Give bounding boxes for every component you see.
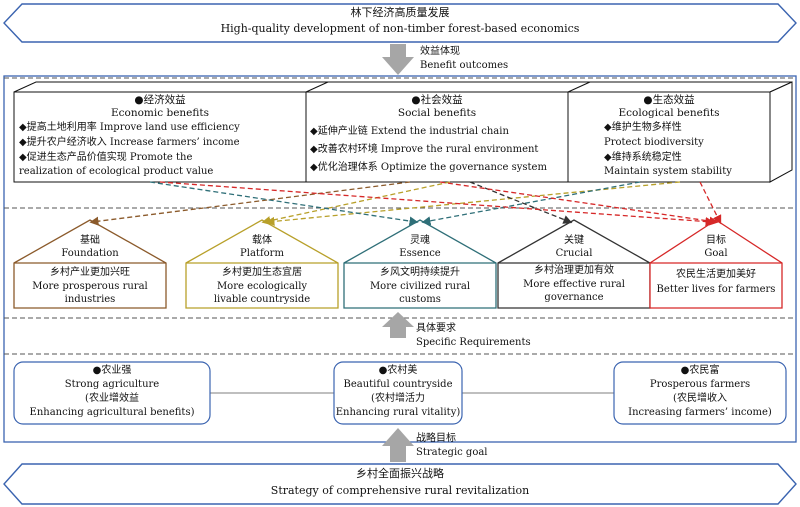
pillar-goal-zh: 农民生活更加美好 <box>676 269 756 280</box>
connector-social-to-goal <box>439 181 719 226</box>
pillar-crucial-title-zh: 关键 <box>564 235 584 246</box>
goal-agriculture-sub-zh: (农业增效益 <box>85 393 139 404</box>
connector-econ-to-essence <box>149 181 419 226</box>
pillar-goal-title-en: Goal <box>704 248 728 259</box>
goal-countryside-sub-en: Enhancing rural vitality) <box>335 407 461 418</box>
pillar-foundation-shape <box>13 219 167 309</box>
pillar-goal-shape <box>649 219 783 309</box>
bottom-banner-shape <box>3 463 797 505</box>
goal-agriculture-zh: ●农业强 <box>92 365 132 376</box>
bottom-banner-title-en: Strategy of comprehensive rural revitali… <box>270 484 530 497</box>
benefit-connectors <box>89 181 722 227</box>
connector-econ-to-goal <box>159 181 715 227</box>
connector-eco-to-platform <box>265 181 681 226</box>
goal-box-farmers <box>613 361 787 425</box>
goal-agriculture-en: Strong agriculture <box>64 379 160 390</box>
social-title-zh: ●社会效益 <box>411 94 463 106</box>
pillar-platform-zh: 乡村更加生态宜居 <box>222 267 302 278</box>
strategic-goal-arrow <box>382 428 414 462</box>
pillar-foundation-title-zh: 基础 <box>80 235 100 246</box>
pillar-goal-title-zh: 目标 <box>706 235 726 246</box>
connector-social-to-platform <box>261 181 451 226</box>
connector-social-to-foundation <box>89 181 411 226</box>
pillar-goal-en-1: Better lives for farmers <box>656 284 776 295</box>
specific-requirements-en: Specific Requirements <box>416 337 531 348</box>
top-banner-title-en: High-quality development of non-timber f… <box>220 22 580 35</box>
benefit-outcomes-arrow <box>382 44 414 75</box>
goal-agriculture-sub-en: Enhancing agricultural benefits) <box>29 407 195 418</box>
top-banner-shape <box>3 3 797 43</box>
strategic-goal-zh: 战略目标 <box>416 433 456 444</box>
pillar-essence-shape <box>343 219 497 309</box>
social-item-2: ◆改善农村环境 Improve the rural environment <box>310 144 539 155</box>
pillar-essence-en-1: More civilized rural <box>369 281 471 292</box>
goal-countryside-sub-zh: (农村增活力 <box>371 393 425 404</box>
economic-item-1: ◆提高土地利用率 Improve land use efficiency <box>19 122 240 133</box>
pillar-platform-en-1: More ecologically <box>216 281 308 292</box>
pillar-platform-shape <box>185 219 339 309</box>
economic-item-2: ◆提升农户经济收入 Increase farmers’ income <box>19 137 240 148</box>
specific-requirements-arrow <box>382 312 414 338</box>
pillar-crucial-zh: 乡村治理更加有效 <box>534 265 614 276</box>
pillar-crucial-en-1: More effective rural <box>523 279 625 290</box>
pillar-crucial-title-en: Crucial <box>555 248 593 259</box>
economic-item-4: realization of ecological product value <box>19 166 214 177</box>
economic-item-3: ◆促进生态产品价值实现 Promote the <box>19 152 193 163</box>
pillar-essence-zh: 乡风文明持续提升 <box>380 267 460 278</box>
social-item-1: ◆延伸产业链 Extend the industrial chain <box>310 126 509 137</box>
benefits-box <box>13 81 793 183</box>
economic-title-en: Economic benefits <box>110 107 209 119</box>
connector-eco-to-goal <box>699 181 722 225</box>
goal-farmers-en: Prosperous farmers <box>649 379 751 390</box>
pillar-platform-en-2: livable countryside <box>213 294 311 305</box>
benefit-outcomes-zh: 效益体现 <box>420 46 460 57</box>
strategic-goal-en: Strategic goal <box>416 447 488 458</box>
pillar-foundation-en-2: industries <box>64 294 116 305</box>
pillar-crucial-shape <box>497 219 651 309</box>
goal-box-agriculture <box>13 361 211 425</box>
bottom-banner-title-zh: 乡村全面振兴战略 <box>356 467 444 480</box>
pillar-essence-title-zh: 灵魂 <box>410 235 430 246</box>
goal-countryside-zh: ●农村美 <box>378 365 418 376</box>
social-item-3: ◆优化治理体系 Optimize the governance system <box>310 162 547 173</box>
goal-farmers-sub-en: Increasing farmers’ income) <box>628 407 772 418</box>
pillar-platform-title-zh: 载体 <box>252 235 272 246</box>
pillar-foundation-en-1: More prosperous rural <box>32 281 148 292</box>
goal-countryside-en: Beautiful countryside <box>343 379 453 390</box>
pillar-essence-title-en: Essence <box>399 248 441 259</box>
goal-farmers-sub-zh: (农民增收入 <box>673 393 727 404</box>
economic-title-zh: ●经济效益 <box>134 94 186 106</box>
ecological-title-en: Ecological benefits <box>618 107 720 119</box>
goal-farmers-zh: ●农民富 <box>680 365 720 376</box>
ecological-item-4: Maintain system stability <box>604 166 732 177</box>
benefit-outcomes-en: Benefit outcomes <box>420 60 509 71</box>
connector-social-to-crucial <box>469 181 573 224</box>
specific-requirements-zh: 具体要求 <box>416 323 456 334</box>
pillar-essence-en-2: customs <box>399 294 441 305</box>
ecological-item-3: ◆维持系统稳定性 <box>604 152 682 163</box>
social-title-en: Social benefits <box>397 107 477 119</box>
pillar-foundation-title-en: Foundation <box>61 248 119 259</box>
ecological-title-zh: ●生态效益 <box>643 94 695 106</box>
ecological-item-2: Protect biodiversity <box>604 137 704 148</box>
top-banner-title-zh: 林下经济高质量发展 <box>350 6 450 19</box>
pillar-platform-title-en: Platform <box>240 248 284 259</box>
pillar-crucial-en-2: governance <box>544 292 604 303</box>
pillar-foundation-zh: 乡村产业更加兴旺 <box>50 267 130 278</box>
goal-box-countryside <box>333 361 463 425</box>
ecological-item-1: ◆维护生物多样性 <box>604 122 682 133</box>
connector-eco-to-essence <box>421 181 641 226</box>
